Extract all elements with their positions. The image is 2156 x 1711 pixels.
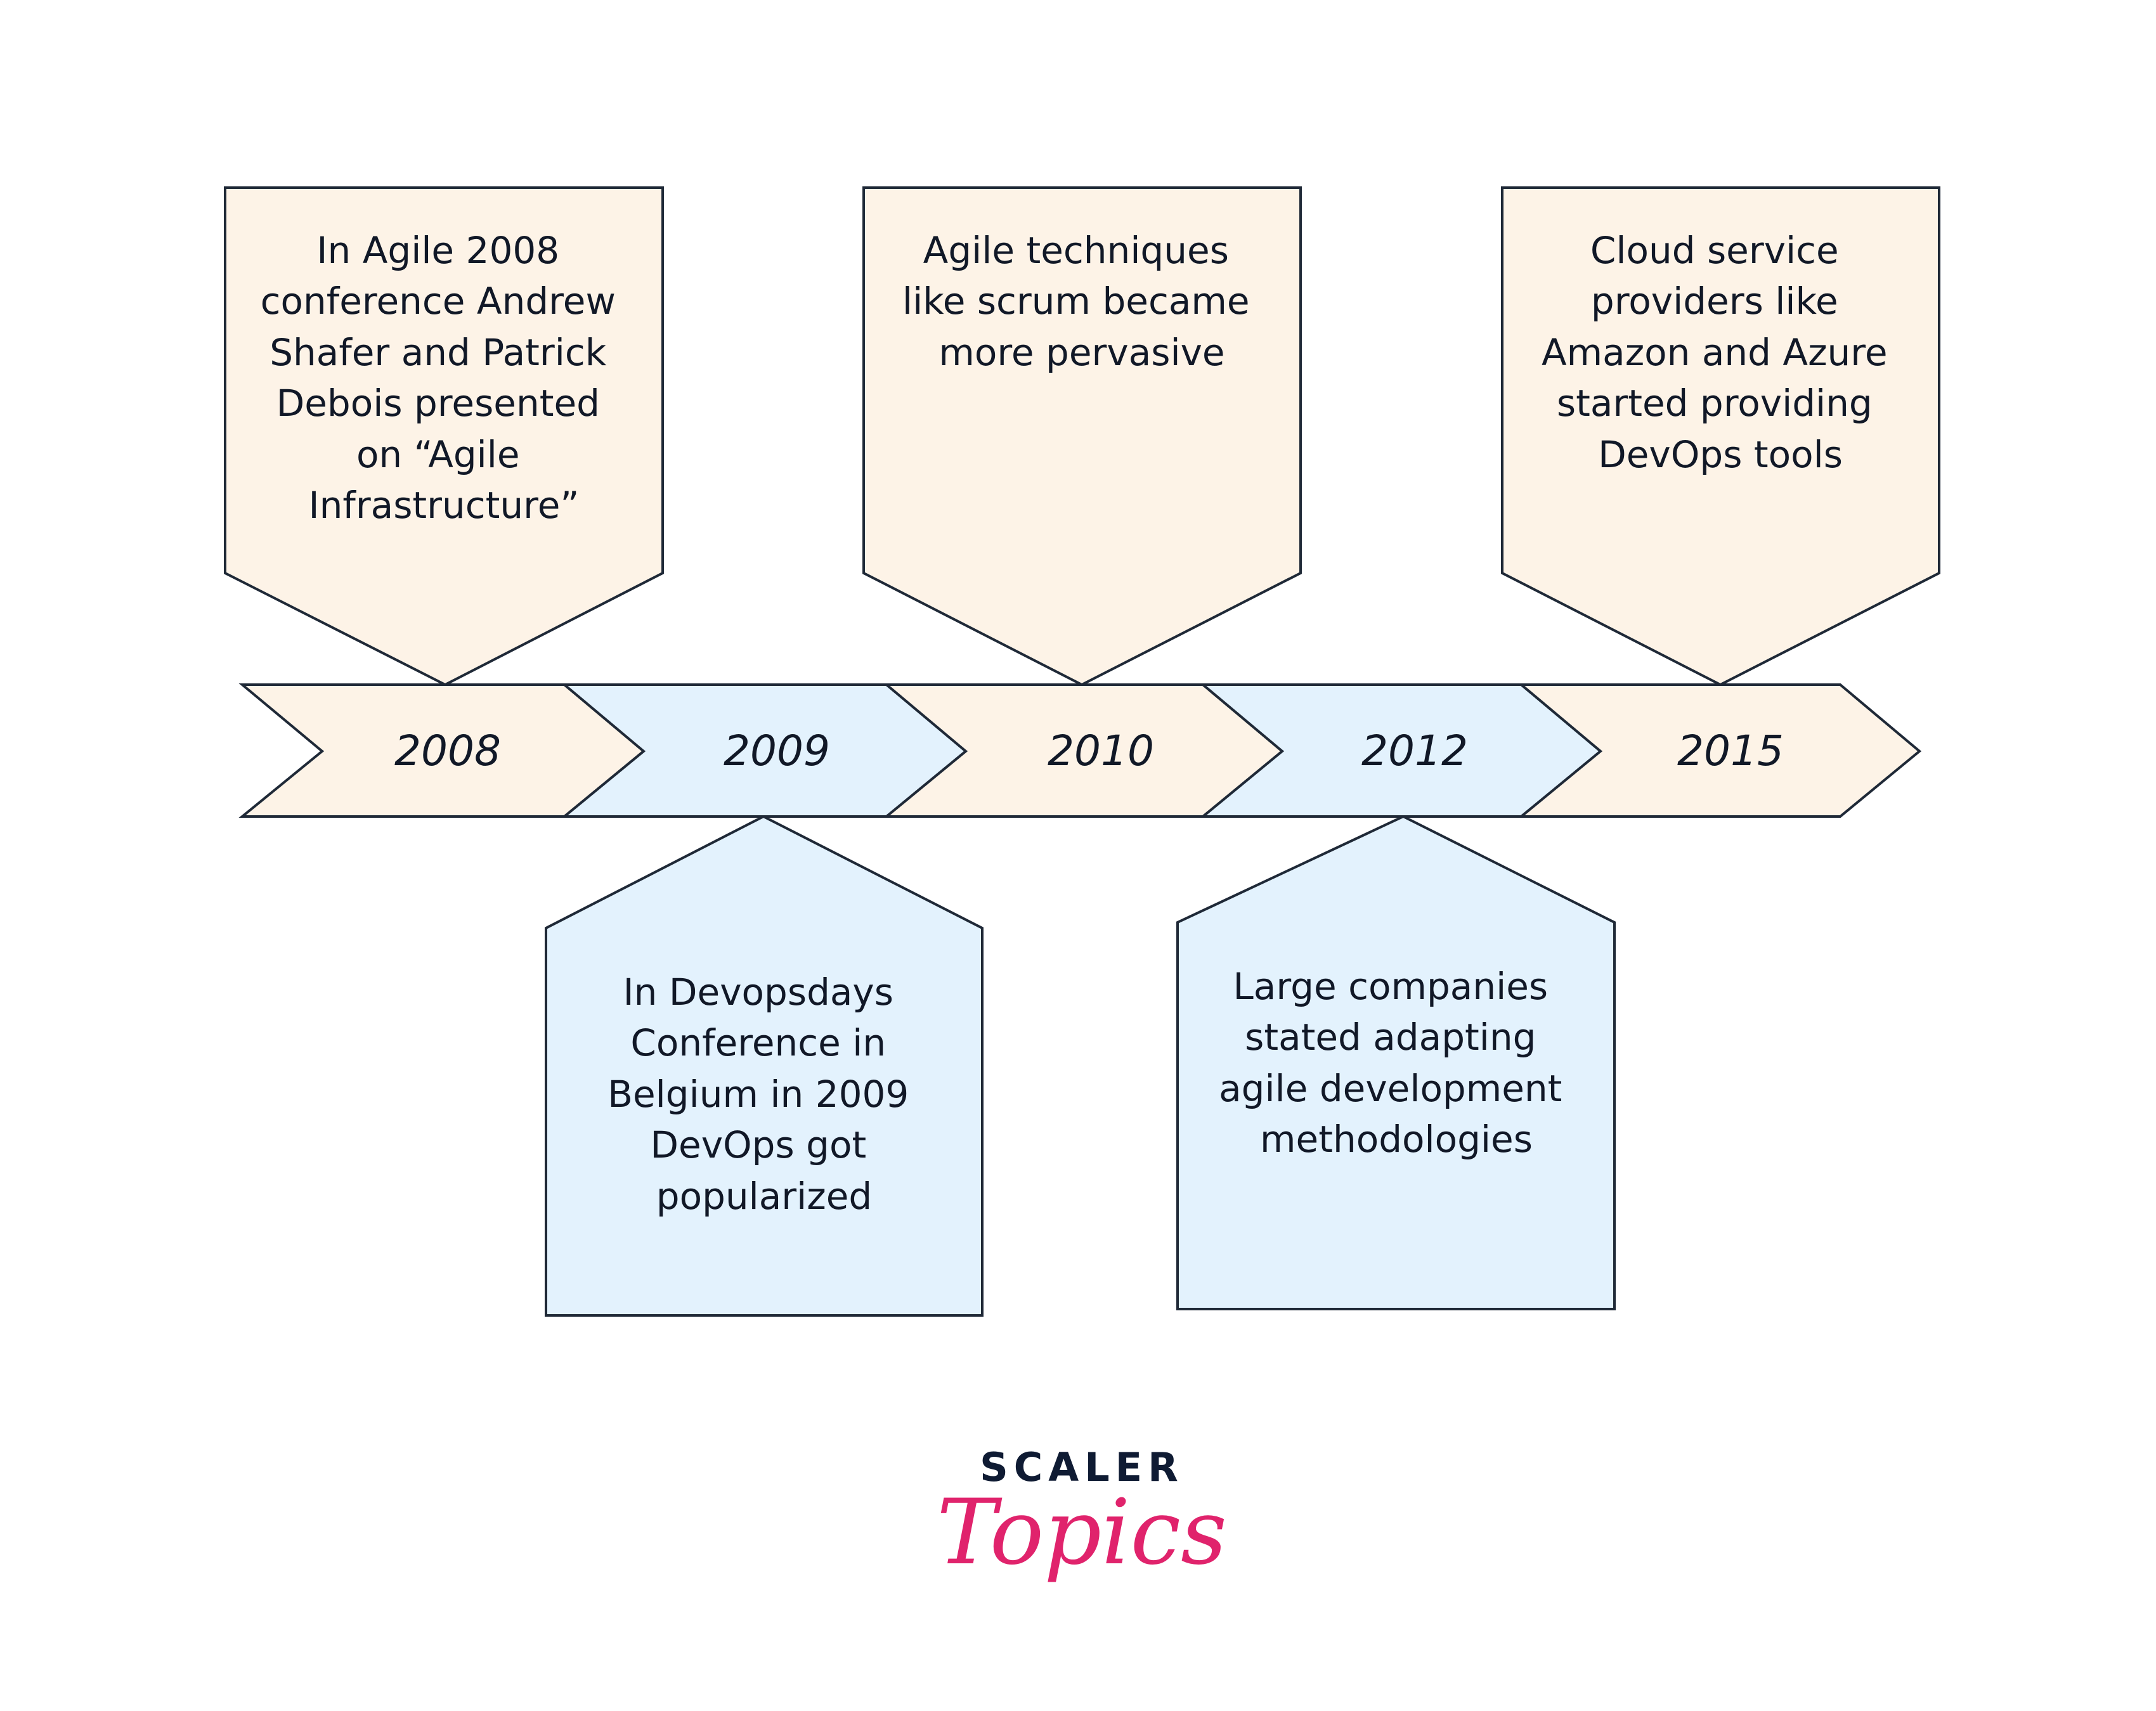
event-2012-line-4: methodologies bbox=[1260, 1118, 1533, 1161]
event-2015-line-5: DevOps tools bbox=[1598, 433, 1843, 476]
event-callout-2012-shape bbox=[1176, 815, 1616, 1310]
event-2012-line-1: Large companies bbox=[1233, 965, 1548, 1008]
event-callout-2010: Agile techniques like scrum became more … bbox=[862, 186, 1302, 687]
event-2008-line-1: In Agile 2008 bbox=[316, 229, 559, 272]
event-2008-line-3: Shafer and Patrick bbox=[270, 331, 607, 374]
event-callout-2008-shape bbox=[224, 186, 664, 687]
event-2009-line-4: DevOps got bbox=[650, 1123, 866, 1166]
event-2010-line-1: Agile techniques bbox=[923, 229, 1229, 272]
event-callout-2012: Large companies stated adapting agile de… bbox=[1176, 815, 1616, 1310]
event-callout-2012-text: Large companies stated adapting agile de… bbox=[1219, 965, 1574, 1161]
event-2010-line-3: more pervasive bbox=[938, 331, 1224, 374]
event-2008-line-5: on “Agile bbox=[356, 433, 520, 476]
scaler-topics-logo: SCALER Topics bbox=[937, 1444, 1227, 1585]
timeline-band: 2008 2009 2010 2012 2015 bbox=[238, 683, 1922, 818]
event-callout-2009-text: In Devopsdays Conference in Belgium in 2… bbox=[607, 971, 921, 1218]
event-callout-2008: In Agile 2008 conference Andrew Shafer a… bbox=[224, 186, 664, 687]
event-callout-2015-shape bbox=[1501, 186, 1940, 687]
timeline-chevron-2015 bbox=[1517, 683, 1922, 818]
event-callout-2015: Cloud service providers like Amazon and … bbox=[1501, 186, 1940, 687]
event-2009-line-3: Belgium in 2009 bbox=[607, 1073, 909, 1116]
event-callout-2015-text: Cloud service providers like Amazon and … bbox=[1542, 229, 1899, 476]
event-2008-line-4: Debois presented bbox=[276, 382, 600, 425]
event-2008-line-2: conference Andrew bbox=[261, 280, 616, 323]
event-2015-line-2: providers like bbox=[1591, 280, 1838, 323]
event-2012-line-2: stated adapting bbox=[1245, 1016, 1536, 1059]
event-2009-line-2: Conference in bbox=[630, 1021, 886, 1064]
timeline-year-2008: 2008 bbox=[394, 726, 501, 775]
event-2008-line-6: Infrastructure” bbox=[309, 484, 580, 527]
event-2015-line-3: Amazon and Azure bbox=[1542, 331, 1888, 374]
event-callout-2008-text: In Agile 2008 conference Andrew Shafer a… bbox=[261, 229, 628, 527]
event-2009-line-1: In Devopsdays bbox=[623, 971, 893, 1014]
timeline-segment-2015: 2015 bbox=[1517, 683, 1922, 818]
timeline-year-2010: 2010 bbox=[1048, 726, 1154, 775]
timeline-segment-2010: 2010 bbox=[883, 683, 1285, 818]
event-2010-line-2: like scrum became bbox=[902, 280, 1250, 323]
event-callout-2009: In Devopsdays Conference in Belgium in 2… bbox=[545, 815, 984, 1317]
event-2015-line-4: started providing bbox=[1557, 382, 1873, 425]
event-callout-2010-text: Agile techniques like scrum became more … bbox=[902, 229, 1261, 374]
event-2012-line-3: agile development bbox=[1219, 1067, 1562, 1110]
event-2015-line-1: Cloud service bbox=[1590, 229, 1839, 272]
event-callout-2009-shape bbox=[545, 815, 984, 1317]
logo-scaler-wordmark: SCALER bbox=[980, 1444, 1184, 1490]
logo-topics-wordmark: Topics bbox=[937, 1480, 1227, 1585]
timeline-segment-2008: 2008 bbox=[238, 683, 646, 818]
event-callout-2010-shape bbox=[862, 186, 1302, 687]
event-2009-line-5: popularized bbox=[656, 1175, 872, 1218]
timeline-year-2009: 2009 bbox=[724, 726, 830, 775]
timeline-year-2015: 2015 bbox=[1677, 726, 1784, 775]
timeline-year-2012: 2012 bbox=[1361, 726, 1468, 775]
